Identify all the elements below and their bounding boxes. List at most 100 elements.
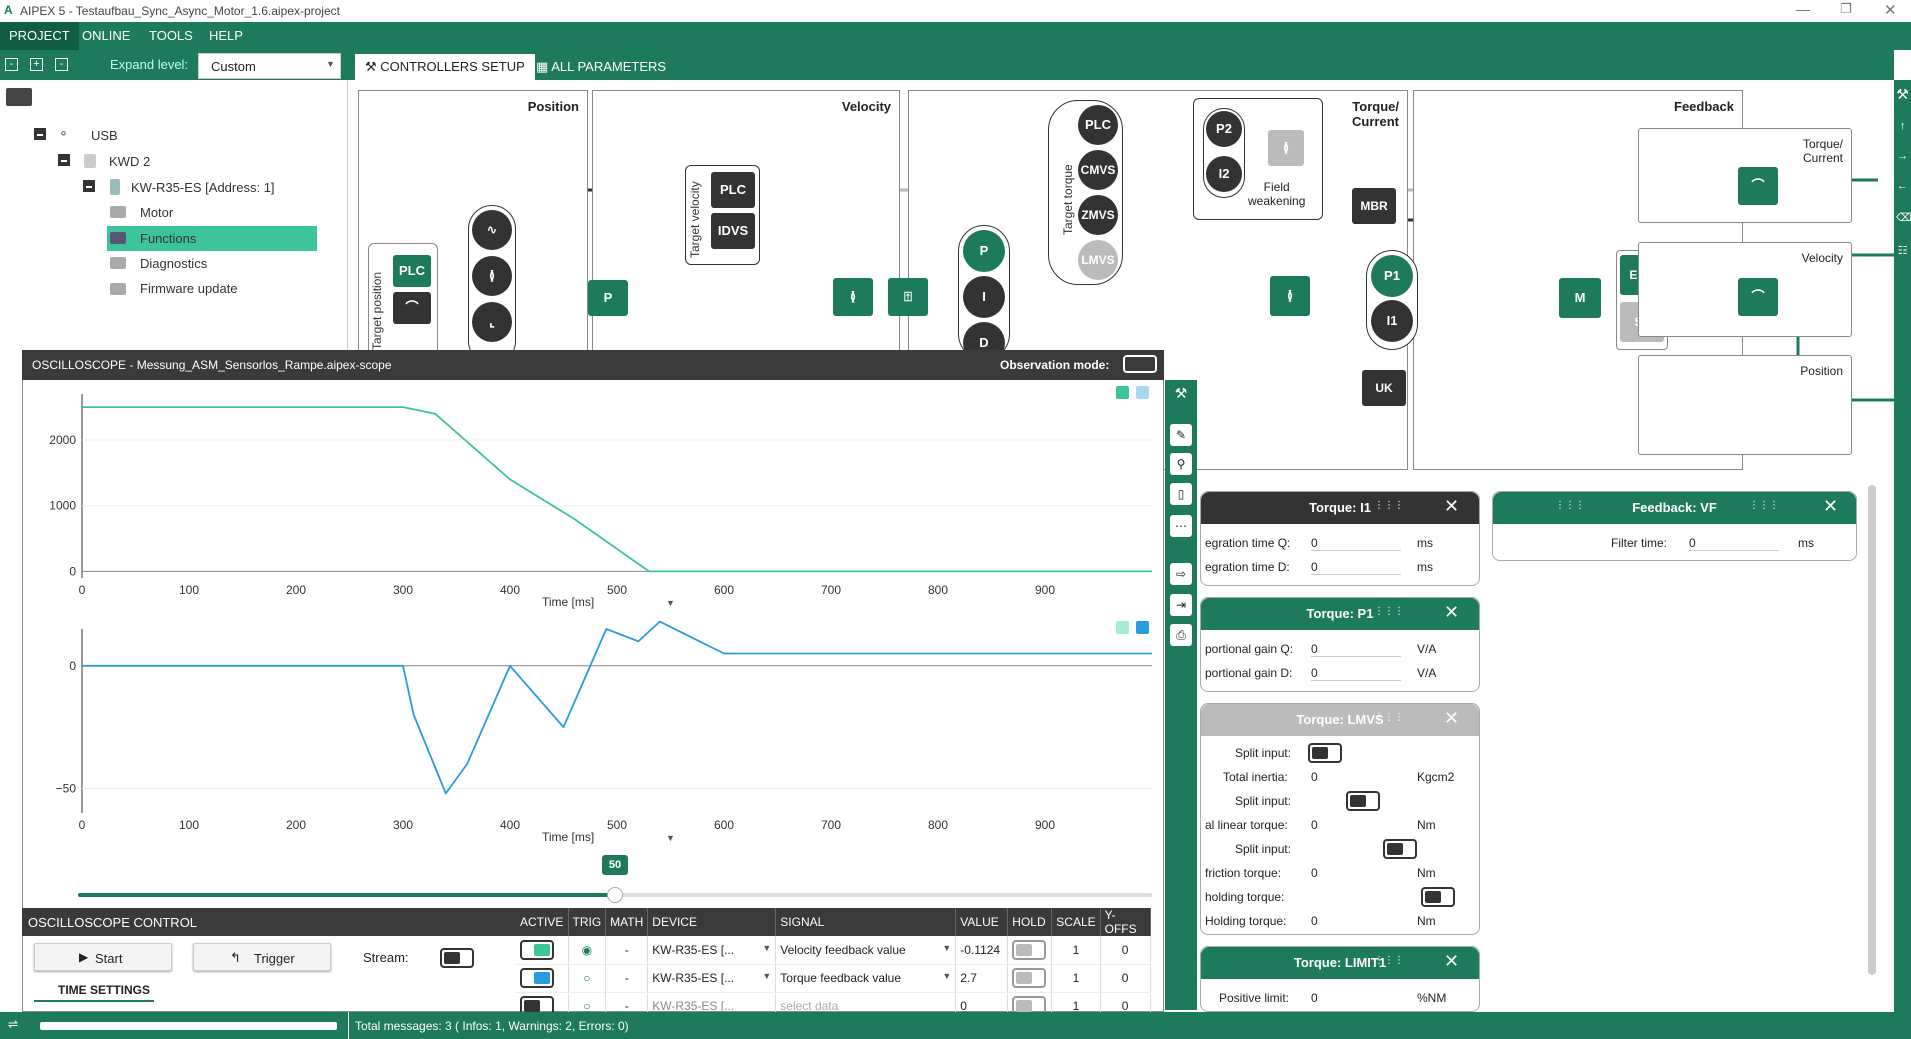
panel-header[interactable]: Torque: LIMIT1 <box>1201 947 1479 979</box>
print-icon[interactable]: ⎙ <box>1170 624 1192 646</box>
legend-torque-swatch[interactable] <box>1136 386 1149 399</box>
holding-torque-toggle[interactable] <box>1420 887 1455 907</box>
time-settings-tab[interactable]: TIME SETTINGS <box>58 983 151 997</box>
split-input-toggle[interactable] <box>1308 743 1342 763</box>
velocity-plc-block[interactable]: PLC <box>711 172 755 208</box>
close-window-icon[interactable]: ✕ <box>1884 2 1897 19</box>
velocity-filter-icon[interactable]: ≬ <box>833 278 873 316</box>
collapse-usb-icon[interactable] <box>34 128 46 140</box>
device-select[interactable]: KW-R35-ES [...▼ <box>647 964 777 993</box>
drag-handle-icon[interactable]: ⋮⋮⋮ <box>1374 500 1404 511</box>
torque-cmvs-block[interactable]: CMVS <box>1078 150 1118 190</box>
tree-item-kwd[interactable]: KWD 2 <box>109 154 151 169</box>
brush-icon[interactable]: ✎ <box>1170 424 1192 446</box>
mbr-block[interactable]: MBR <box>1352 188 1396 224</box>
observation-mode-toggle[interactable] <box>1123 355 1157 373</box>
velocity-p-block[interactable]: P <box>963 230 1005 272</box>
velocity-i-block[interactable]: I <box>963 276 1005 318</box>
close-icon[interactable]: ✕ <box>1444 496 1460 516</box>
param-input[interactable]: 0 <box>1311 914 1318 928</box>
legend-torque-swatch[interactable] <box>1136 621 1149 634</box>
profile-filter-icon[interactable]: ≬ <box>472 256 512 296</box>
math-cell[interactable]: - <box>605 936 649 965</box>
motor-m-block[interactable]: M <box>1559 278 1601 318</box>
profile-sawtooth-icon[interactable]: ∿ <box>472 210 512 250</box>
param-input[interactable]: 0 <box>1311 770 1318 784</box>
drag-handle-icon[interactable]: ⋮⋮⋮ <box>1555 500 1585 511</box>
param-input[interactable]: 0 <box>1311 560 1401 575</box>
panel-header[interactable]: Feedback: VF <box>1493 492 1856 524</box>
panel-header[interactable]: Torque: I1 <box>1201 492 1479 524</box>
tree-item-functions[interactable]: Functions <box>140 231 197 246</box>
math-cell[interactable]: - <box>605 964 649 993</box>
x-axis-select-icon[interactable]: ▼ <box>666 598 675 608</box>
uk-block[interactable]: UK <box>1362 370 1406 406</box>
tree-item-drive[interactable]: KW-R35-ES [Address: 1] <box>131 180 275 195</box>
torque-i1-block[interactable]: I1 <box>1371 300 1413 342</box>
signal-select[interactable]: Velocity feedback value▼ <box>775 936 957 965</box>
param-input[interactable]: 0 <box>1311 666 1401 681</box>
close-icon[interactable]: ✕ <box>1444 951 1460 971</box>
torque-zmvs-block[interactable]: ZMVS <box>1078 195 1118 235</box>
param-input[interactable]: 0 <box>1311 991 1318 1005</box>
position-ramp-icon[interactable]: ⌒ <box>393 292 431 324</box>
tree-item-usb[interactable]: USB <box>91 128 118 143</box>
velocity-limit-icon[interactable]: ⍐ <box>888 278 928 316</box>
menu-online[interactable]: ONLINE <box>82 28 131 43</box>
position-p-block[interactable]: P <box>588 280 628 316</box>
close-icon[interactable]: ✕ <box>1823 496 1839 516</box>
restore-icon[interactable]: ❐ <box>1840 1 1852 16</box>
tree-item-diagnostics[interactable]: Diagnostics <box>140 256 208 271</box>
active-toggle[interactable] <box>520 939 554 960</box>
param-input[interactable]: 0 <box>1311 642 1401 657</box>
tools-icon[interactable]: ⚒ <box>1174 385 1188 401</box>
hold-toggle[interactable] <box>1012 968 1047 988</box>
close-oscilloscope-icon[interactable]: ✕ <box>1172 354 1189 376</box>
field-p2-block[interactable]: P2 <box>1206 111 1242 147</box>
arrow-right-icon[interactable]: → <box>1897 150 1908 162</box>
scale-input[interactable]: 1 <box>1051 964 1101 993</box>
collapse-all-icon[interactable]: - <box>5 58 18 71</box>
zoom-icon[interactable]: ⚲ <box>1170 453 1192 475</box>
panel-header[interactable]: Torque: LMVS <box>1201 704 1479 736</box>
close-icon[interactable]: ✕ <box>1444 602 1460 622</box>
torque-lmvs-block[interactable]: LMVS <box>1078 240 1118 280</box>
active-toggle[interactable] <box>520 968 554 988</box>
oscilloscope-titlebar[interactable]: OSCILLOSCOPE - Messung_ASM_Sensorlos_Ram… <box>22 350 1164 380</box>
collapse-kwd-icon[interactable] <box>58 154 70 166</box>
export-icon[interactable]: ⇥ <box>1170 594 1192 616</box>
network-icon[interactable]: ☷ <box>1897 245 1908 257</box>
drag-handle-icon[interactable]: ⋮⋮⋮ <box>1749 500 1779 511</box>
minimize-icon[interactable]: — <box>1796 1 1810 17</box>
field-i2-block[interactable]: I2 <box>1206 156 1242 192</box>
device-select[interactable]: KW-R35-ES [...▼ <box>647 936 777 965</box>
signal-select[interactable]: Torque feedback value▼ <box>775 964 957 993</box>
tab-all-parameters[interactable]: ▦ ALL PARAMETERS <box>536 59 667 74</box>
yoffs-input[interactable]: 0 <box>1100 936 1151 965</box>
param-input[interactable]: 0 <box>1311 818 1318 832</box>
arrow-left-icon[interactable]: ← <box>1897 180 1908 192</box>
fb-velocity-filter-icon[interactable]: ⌒ <box>1738 278 1778 316</box>
comment-icon[interactable]: ▯ <box>1170 483 1192 505</box>
yoffs-input[interactable]: 0 <box>1100 964 1151 993</box>
trigger-radio[interactable]: ○ <box>568 964 607 993</box>
grid-icon[interactable]: ⋯ <box>1170 515 1192 537</box>
status-messages[interactable]: Total messages: 3 ( Infos: 1, Warnings: … <box>355 1019 629 1033</box>
profile-step-icon[interactable]: ⌞ <box>472 302 512 342</box>
tab-controllers-setup[interactable]: ⚒ CONTROLLERS SETUP <box>355 54 535 80</box>
x-axis-select-icon[interactable]: ▼ <box>666 833 675 843</box>
panel-header[interactable]: Torque: P1 <box>1201 598 1479 630</box>
hold-toggle[interactable] <box>1012 939 1047 960</box>
start-button[interactable]: ▶ Start <box>34 943 172 971</box>
torque-filter-icon[interactable]: ≬ <box>1270 276 1310 316</box>
remove-icon[interactable]: - <box>55 58 68 71</box>
connection-icon[interactable]: ⇌ <box>8 1017 19 1031</box>
tree-item-firmware[interactable]: Firmware update <box>140 281 238 296</box>
add-icon[interactable]: + <box>30 58 43 71</box>
trigger-button[interactable]: ↰ Trigger <box>193 943 331 971</box>
stream-toggle[interactable] <box>440 948 474 968</box>
upload-icon[interactable]: ↑ <box>1899 120 1906 132</box>
time-slider-handle[interactable] <box>607 887 623 903</box>
tree-item-motor[interactable]: Motor <box>140 205 174 220</box>
collapse-drive-icon[interactable] <box>83 180 95 192</box>
